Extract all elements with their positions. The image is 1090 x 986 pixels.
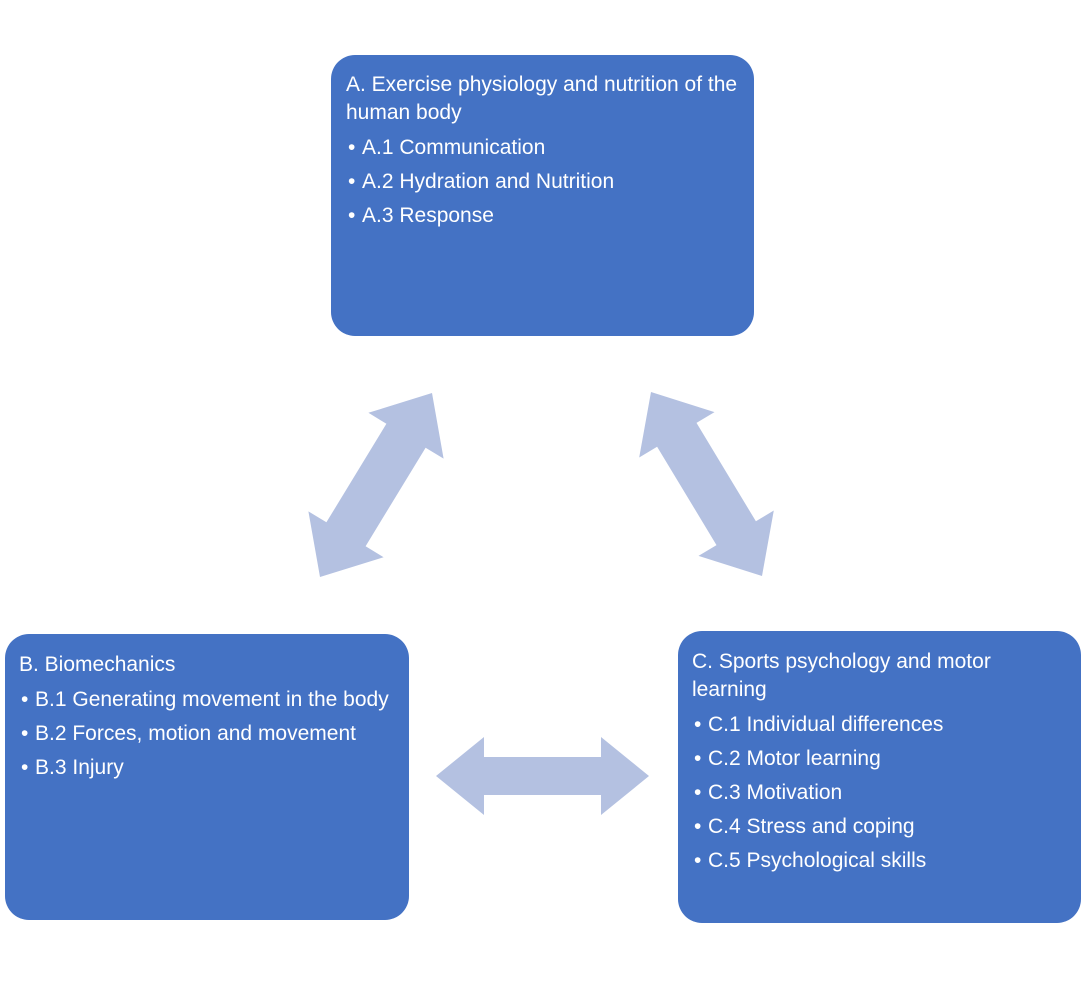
arrow-a-c <box>639 392 774 576</box>
box-exercise-physiology: A. Exercise physiology and nutrition of … <box>331 55 754 336</box>
box-biomechanics: B. Biomechanics •B.1 Generating movement… <box>5 634 409 920</box>
box-a-list: •A.1 Communication •A.2 Hydration and Nu… <box>346 133 740 230</box>
list-item: •C.1 Individual differences <box>692 710 1069 739</box>
list-item: •A.2 Hydration and Nutrition <box>346 167 740 196</box>
list-item: •C.2 Motor learning <box>692 744 1069 773</box>
arrow-b-c <box>436 737 649 815</box>
list-item: •C.3 Motivation <box>692 778 1069 807</box>
box-sports-psychology: C. Sports psychology and motor learning … <box>678 631 1081 923</box>
bullet-icon: • <box>348 204 356 227</box>
list-item: •B.1 Generating movement in the body <box>19 685 397 714</box>
bullet-icon: • <box>694 815 702 838</box>
list-item: •A.1 Communication <box>346 133 740 162</box>
bullet-icon: • <box>348 170 356 193</box>
bullet-icon: • <box>694 713 702 736</box>
box-b-list: •B.1 Generating movement in the body •B.… <box>19 685 397 782</box>
list-item: •C.4 Stress and coping <box>692 812 1069 841</box>
list-item: •A.3 Response <box>346 201 740 230</box>
bullet-icon: • <box>21 756 29 779</box>
bullet-icon: • <box>694 747 702 770</box>
bullet-icon: • <box>21 722 29 745</box>
bullet-icon: • <box>694 849 702 872</box>
box-c-list: •C.1 Individual differences •C.2 Motor l… <box>692 710 1069 875</box>
list-item: •C.5 Psychological skills <box>692 846 1069 875</box>
box-c-title: C. Sports psychology and motor learning <box>692 650 991 701</box>
bullet-icon: • <box>348 136 356 159</box>
bullet-icon: • <box>694 781 702 804</box>
box-b-title: B. Biomechanics <box>19 653 176 676</box>
arrow-a-b <box>308 393 444 577</box>
list-item: •B.3 Injury <box>19 753 397 782</box>
box-a-title: A. Exercise physiology and nutrition of … <box>346 73 738 124</box>
bullet-icon: • <box>21 688 29 711</box>
list-item: •B.2 Forces, motion and movement <box>19 719 397 748</box>
